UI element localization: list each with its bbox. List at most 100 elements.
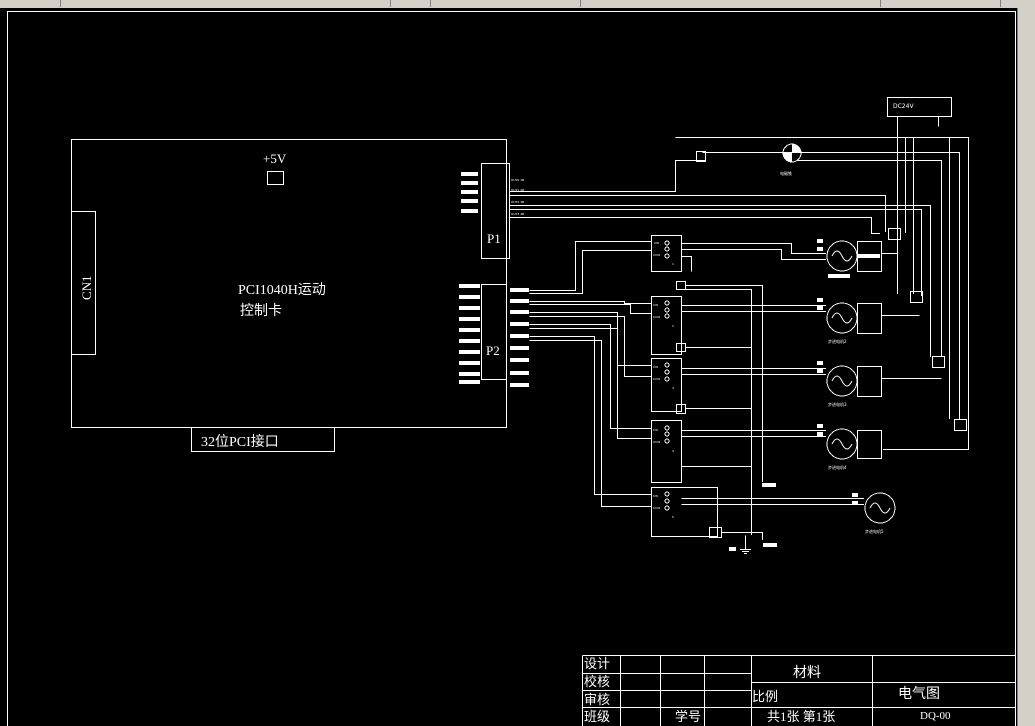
motor-wave xyxy=(831,438,853,450)
card-title-line2: 控制卡 xyxy=(240,303,282,319)
relay-contact xyxy=(910,291,923,303)
wire xyxy=(529,312,651,366)
toolbar-segment[interactable] xyxy=(580,0,881,7)
driver-4: CW CCW 4 xyxy=(651,420,826,483)
pci-bus-box xyxy=(191,427,335,452)
p1-pin xyxy=(461,181,478,185)
driver-terminal xyxy=(664,376,670,382)
p2-pin xyxy=(459,350,480,354)
title-review: 审核 xyxy=(584,692,610,707)
toolbar-segment[interactable] xyxy=(60,0,391,7)
title-material: 材料 xyxy=(793,665,821,681)
driver-2: CW CCW 2 xyxy=(651,296,826,355)
motor-wave xyxy=(831,375,853,387)
motor-terminal xyxy=(817,432,823,436)
motor-label: 步进电机2 xyxy=(828,338,847,344)
driver-1: CW CCW 1 xyxy=(651,235,826,290)
dc24v-label: DC24V xyxy=(893,103,914,110)
p1-signal-label: OUT0 1B xyxy=(511,178,524,182)
wire xyxy=(509,217,880,234)
wire xyxy=(529,328,651,439)
title-scale: 比例 xyxy=(752,689,778,704)
p1-pin xyxy=(461,172,478,176)
toolbar-segment[interactable] xyxy=(430,0,581,7)
p2-pin xyxy=(510,299,529,303)
wire xyxy=(685,289,752,535)
motor-housing xyxy=(857,303,882,334)
wire xyxy=(509,209,922,296)
wire xyxy=(797,160,942,357)
wire xyxy=(529,250,651,294)
title-drawing-name: 电气图 xyxy=(898,686,940,702)
wire xyxy=(529,304,651,314)
p2-pin xyxy=(459,361,480,365)
p2-pin xyxy=(459,339,480,343)
driver-terminal xyxy=(664,313,670,319)
p2-pin xyxy=(459,380,480,384)
motor-label: 步进电机3 xyxy=(828,401,847,407)
motor-terminal xyxy=(852,493,858,497)
p2-pin xyxy=(510,334,529,338)
toolbar-strip xyxy=(0,0,1035,8)
relay-contact xyxy=(888,228,901,240)
motion-card: CN1 +5V PCI1040H运动 控制卡 P1 P2 xyxy=(71,139,529,452)
p1-signal-label: OUT2 3B xyxy=(511,200,524,204)
cn1-label: CN1 xyxy=(79,275,94,300)
title-class: 班级 xyxy=(584,709,610,724)
motor-terminal xyxy=(817,361,823,365)
driver-terminal xyxy=(664,505,670,511)
driver-number: 1 xyxy=(672,262,674,266)
driver-terminal xyxy=(664,253,670,259)
driver-pin-label: CW xyxy=(653,494,658,498)
wire xyxy=(509,205,931,357)
driver-terminal xyxy=(664,300,670,306)
driver-5: CW CCW 5 xyxy=(651,487,864,538)
wire xyxy=(681,249,826,260)
driver-box xyxy=(651,296,682,355)
p1-signal-lines: OUT0 1B OUT1 2B OUT2 3B OUT3 4B xyxy=(509,160,931,357)
motor-wave xyxy=(831,250,853,262)
vertical-scrollbar[interactable] xyxy=(1017,8,1035,726)
driver-pin-label: CCW xyxy=(653,253,660,257)
p2-pins-right xyxy=(510,288,529,387)
toolbar-segment[interactable] xyxy=(0,0,61,7)
p2-pins-left xyxy=(459,284,480,384)
motor-wave xyxy=(831,312,853,324)
wire xyxy=(529,340,651,507)
driver-terminal xyxy=(664,431,670,437)
title-sheets: 共1张 第1张 xyxy=(767,709,835,724)
p2-pin xyxy=(510,383,529,387)
p2-label: P2 xyxy=(486,343,500,358)
card-title-line1: PCI1040H运动 xyxy=(238,282,326,298)
stepper-motor-2: 步进电机2 xyxy=(817,298,920,344)
p2-pin xyxy=(459,306,480,310)
driver-pin-label: CW xyxy=(653,365,658,369)
toolbar-segment[interactable] xyxy=(880,0,1001,7)
p2-pin xyxy=(510,346,529,350)
wire xyxy=(675,137,969,450)
p2-pin xyxy=(510,358,529,362)
wire xyxy=(529,324,651,429)
p2-pin xyxy=(459,284,480,288)
wire xyxy=(681,256,692,272)
brake-label: 电磁铁 xyxy=(780,170,792,176)
p2-pin xyxy=(459,317,480,321)
motor-terminal xyxy=(817,239,823,243)
wire xyxy=(509,195,886,232)
relay-contacts xyxy=(888,228,967,431)
wire xyxy=(681,243,826,254)
p2-pin xyxy=(459,295,480,299)
relay-contact xyxy=(932,356,945,368)
title-block: 设计 校核 审核 班级 学号 材料 比例 电气图 共1张 第1张 DQ-00 xyxy=(582,655,1015,726)
driver-terminal xyxy=(664,240,670,246)
brake-fill xyxy=(792,144,801,153)
wire xyxy=(529,301,651,304)
driver-pin-label: CW xyxy=(653,303,658,307)
driver-terminal xyxy=(664,307,670,313)
driver-box xyxy=(651,487,718,537)
title-drawing-no: DQ-00 xyxy=(920,710,951,722)
toolbar-segment[interactable] xyxy=(390,0,431,7)
motor-wave xyxy=(869,502,891,514)
driver-terminal xyxy=(664,362,670,368)
